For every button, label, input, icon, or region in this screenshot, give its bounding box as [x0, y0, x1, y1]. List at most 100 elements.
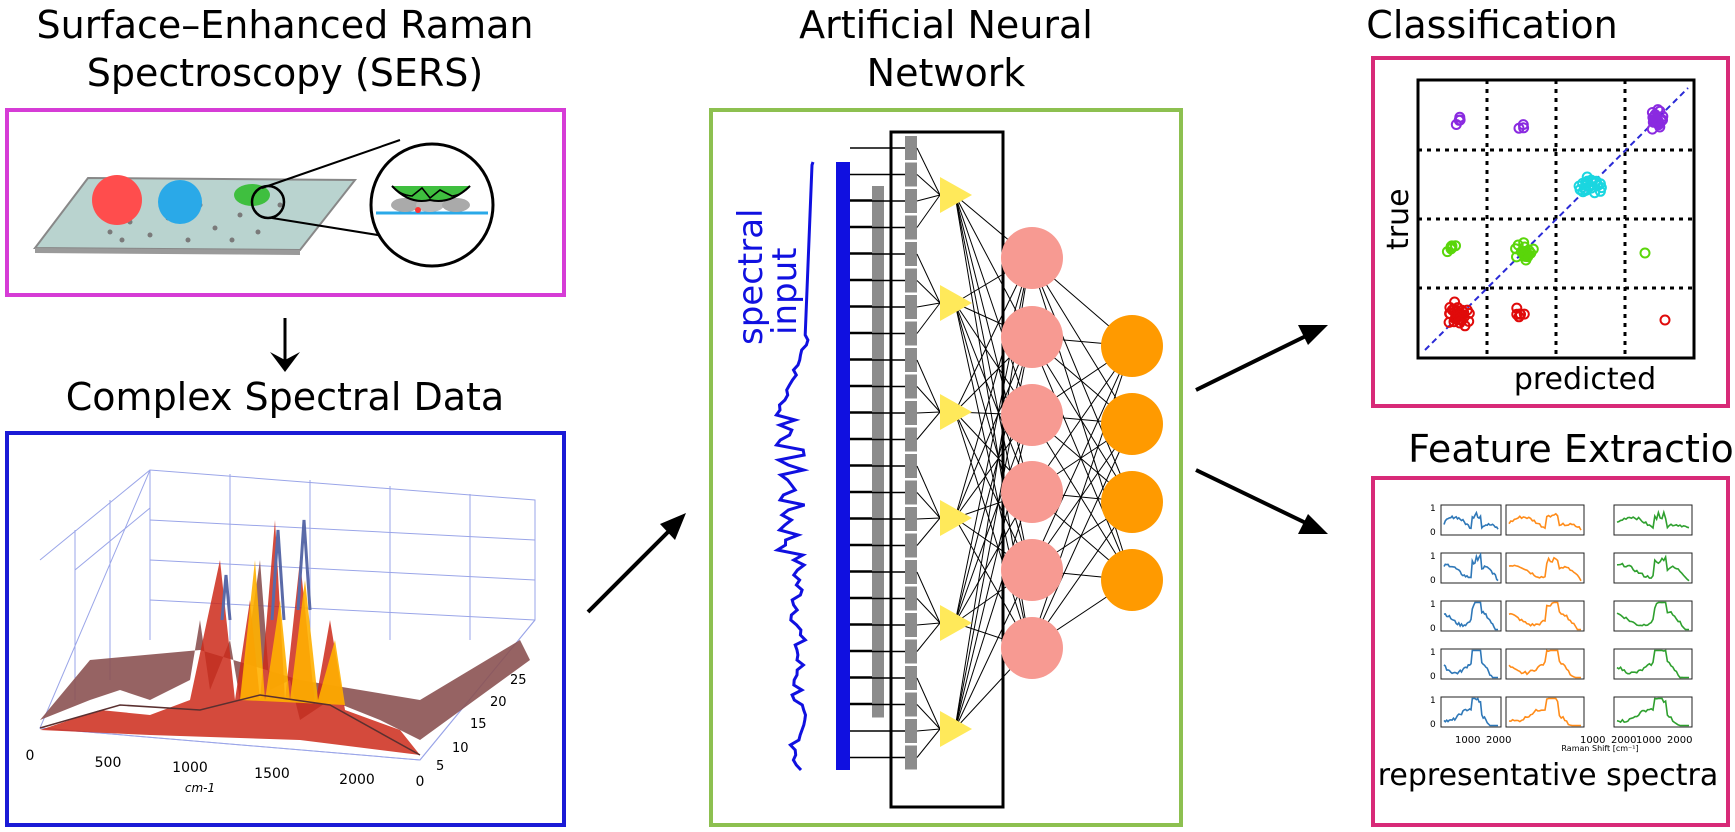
ann-conv-unit	[905, 533, 917, 558]
ann-conv-unit	[905, 507, 917, 531]
ann-pool-link	[916, 622, 941, 652]
ann-conv-unit	[905, 189, 917, 213]
ann-pool-link	[916, 194, 941, 202]
cluster-point	[1512, 239, 1524, 251]
spectral-panel-border	[5, 431, 566, 827]
arrow-to-classification-shaft	[1195, 332, 1311, 392]
ann-input-unit	[872, 557, 884, 585]
arrow-to-ann-head	[660, 513, 686, 540]
feature-y-tick-bottom: 0	[1430, 576, 1436, 586]
feature-y-tick-top: 1	[1430, 504, 1436, 514]
features-x-tick-left: 1000	[1455, 735, 1480, 746]
classification-panel-border	[1371, 56, 1730, 408]
feature-subplot-frame	[1505, 552, 1585, 584]
spectral-x-label: cm-1	[185, 781, 215, 795]
spectral-surface-peaks-yellow	[240, 560, 345, 705]
ann-title-line1: Artificial Neural	[799, 3, 1093, 47]
ann-conv-unit	[905, 374, 917, 399]
sers-red-analyte	[92, 175, 142, 225]
features-title: Feature Extraction	[1408, 427, 1735, 471]
feature-subplot-frame	[1613, 648, 1693, 680]
ann-pool-link	[916, 622, 941, 626]
sers-illustration	[32, 139, 495, 268]
ann-conv-unit	[905, 666, 917, 690]
ann-input-unit	[872, 371, 884, 400]
features-caption: representative spectra	[1378, 758, 1719, 793]
ann-pool-link	[916, 465, 941, 519]
feature-spectrum-line	[1443, 601, 1498, 631]
arrow-to-features-shaft	[1195, 468, 1311, 527]
ann-input-unit	[872, 477, 884, 506]
spectral-x-tick-5: 0	[416, 774, 425, 790]
ann-input-unit	[872, 424, 884, 453]
sers-title-line1: Surface–Enhanced Raman	[36, 3, 533, 47]
ann-conv-unit	[905, 268, 917, 293]
ann-input-unit	[872, 239, 884, 267]
sers-zoom-particle-1	[391, 198, 419, 212]
spectral-3d-plot: 0 500 1000 1500 2000 0 cm-1 25 20 15 10 …	[26, 469, 536, 795]
ann-hidden-layer-box	[889, 130, 1005, 809]
confusion-matrix-clusters	[1441, 104, 1671, 332]
ann-pool-link	[916, 517, 941, 546]
ann-conv-unit	[905, 136, 917, 160]
ann-output-neuron	[1101, 393, 1163, 455]
classification-y-label: true	[1381, 188, 1416, 250]
feature-subplot-frame	[1613, 504, 1693, 536]
ann-conv-unit	[905, 427, 917, 452]
sers-substrate-edge	[35, 248, 300, 255]
features-x-axis-label: Raman Shift [cm⁻¹]	[1561, 744, 1638, 753]
ann-pool-link	[916, 253, 941, 304]
ann-edge	[954, 336, 1031, 624]
cluster-point	[1511, 302, 1523, 314]
ann-conv-unit	[905, 162, 917, 187]
ann-pool-link	[916, 194, 941, 228]
ann-pool-link	[916, 302, 941, 308]
down-arrow-head	[270, 352, 300, 372]
cluster-point	[1519, 247, 1531, 259]
sers-zoom-line-top	[261, 139, 401, 189]
cluster-point	[1513, 122, 1525, 134]
arrow-to-ann-shaft	[586, 526, 674, 614]
ann-edge	[1029, 345, 1133, 571]
ann-dense-neuron	[1001, 227, 1063, 289]
features-x-tick-right: 2000	[1486, 735, 1511, 746]
ann-input-unit	[872, 398, 884, 426]
cluster-point	[1518, 308, 1530, 320]
cluster-point	[1595, 182, 1607, 194]
ann-pool-link	[916, 677, 941, 730]
spectral-x-tick-4: 2000	[339, 772, 375, 788]
spectral-x-tick-3: 1500	[254, 766, 290, 782]
ann-conv-unit	[905, 745, 917, 770]
spectral-x-tick-2: 1000	[172, 760, 208, 776]
feature-spectrum-line	[1443, 552, 1499, 582]
ann-input-unit	[872, 504, 884, 532]
ann-hidden-neuron	[940, 500, 972, 536]
spectral-depth-tick-3: 10	[452, 741, 469, 756]
feature-subplot-frame	[1440, 696, 1502, 728]
ann-conv-unit	[905, 242, 917, 266]
ann-pool-link	[916, 302, 941, 334]
ann-conv-unit	[905, 586, 917, 611]
ann-edge	[1029, 423, 1133, 649]
spectral-depth-tick-2: 15	[470, 717, 487, 732]
feature-spectrum-line	[1443, 649, 1498, 679]
ann-title-line2: Network	[867, 51, 1026, 95]
ann-input-spectrum	[773, 161, 815, 772]
cluster-point	[1651, 115, 1663, 127]
ann-pool-link	[916, 174, 941, 196]
ann-pool-link	[916, 728, 941, 758]
ann-conv-unit	[905, 401, 917, 425]
ann-input-unit	[872, 451, 884, 479]
ann-input-label-line1: spectral	[731, 209, 771, 346]
ann-dense-neuron	[1001, 306, 1063, 368]
arrow-to-classification-head	[1298, 325, 1328, 345]
feature-spectrum-line	[1616, 697, 1689, 727]
ann-dense-neuron	[1001, 617, 1063, 679]
ann-edge	[954, 302, 1031, 571]
ann-dense-neuron	[1001, 539, 1063, 601]
ann-edge	[954, 411, 1031, 649]
ann-conv-unit	[905, 719, 917, 743]
cluster-point	[1639, 247, 1651, 259]
feature-spectrum-line	[1443, 510, 1499, 530]
ann-input-unit	[872, 689, 884, 718]
